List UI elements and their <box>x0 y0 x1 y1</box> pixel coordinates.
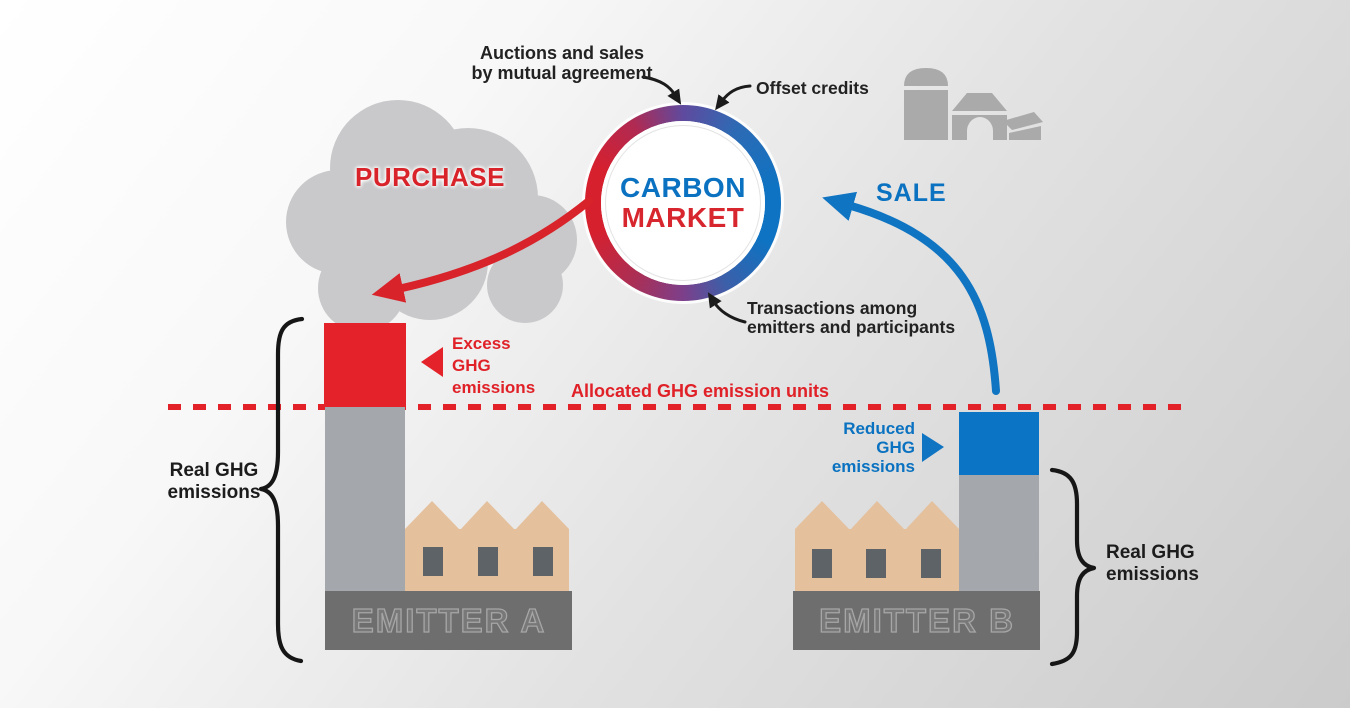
allocated-units-label: Allocated GHG emission units <box>571 381 830 401</box>
emitter-b-chimney <box>959 475 1039 591</box>
silo-dome <box>904 68 948 86</box>
emitter-a-building <box>405 501 569 591</box>
factory-window <box>921 549 941 578</box>
auctions-label-line2: by mutual agreement <box>471 63 653 83</box>
emitter-b-base <box>793 591 1040 650</box>
excess-emissions-label: Excess GHG emissions <box>452 333 535 399</box>
factory-window <box>423 547 443 576</box>
real-ghg-emissions-label-left: Real GHG emissions <box>158 460 270 504</box>
reduced-emissions-block <box>959 412 1039 475</box>
carbon-market-inner-disc: CARBON MARKET <box>601 121 765 285</box>
reduced-label-line3: emissions <box>831 457 915 476</box>
real-ghg-left-line1: Real GHG <box>169 460 259 481</box>
real-ghg-right-line1: Real GHG <box>1106 542 1195 563</box>
transactions-label-line1: Transactions among <box>747 298 918 318</box>
excess-emissions-block <box>324 323 406 407</box>
silo-body <box>904 90 948 140</box>
barn-roof <box>952 93 1007 111</box>
sale-label: SALE <box>876 179 947 207</box>
auctions-arrow <box>641 75 682 105</box>
excess-label-line1: Excess <box>452 334 511 353</box>
purchase-label: PURCHASE <box>355 162 505 192</box>
reduced-label-line1: Reduced <box>843 419 915 438</box>
excess-label-line2: GHG <box>452 356 491 375</box>
factory-window <box>866 549 886 578</box>
left-curly-brace <box>258 316 305 664</box>
real-ghg-left-line2: emissions <box>167 482 261 503</box>
factory-window <box>533 547 553 576</box>
excess-label-line3: emissions <box>452 378 536 397</box>
sale-arrow <box>822 191 1000 395</box>
shed-body <box>1009 126 1041 140</box>
carbon-market-title-line1: CARBON <box>620 172 746 203</box>
offset-credits-arrow <box>715 84 752 111</box>
reduced-label-line2: GHG <box>876 438 915 457</box>
transactions-label-line2: emitters and participants <box>747 317 956 337</box>
real-ghg-right-line2: emissions <box>1106 564 1199 585</box>
right-curly-brace <box>1049 467 1097 667</box>
emitter-a-label: EMITTER A <box>352 602 547 639</box>
reduced-pointer-icon <box>922 433 944 462</box>
auctions-label: Auctions and sales by mutual agreement <box>462 43 662 83</box>
transactions-arrow <box>707 292 747 324</box>
offset-credits-label: Offset credits <box>756 79 869 98</box>
carbon-market-title-line2: MARKET <box>621 202 745 233</box>
offset-credits-text: Offset credits <box>756 78 869 98</box>
carbon-market-circle: CARBON MARKET <box>585 105 781 301</box>
emitter-a-chimney <box>325 407 405 591</box>
emitter-b-windows <box>812 549 941 578</box>
real-ghg-emissions-label-right: Real GHG emissions <box>1106 542 1199 586</box>
factory-window <box>478 547 498 576</box>
barn-body <box>952 115 1007 140</box>
emitter-b-factory: EMITTER B <box>793 412 1040 650</box>
transactions-label: Transactions among emitters and particip… <box>747 299 955 337</box>
emitter-a-base <box>325 591 572 650</box>
farm-icon <box>904 68 1043 140</box>
carbon-market-title: CARBON MARKET <box>620 173 746 233</box>
emitter-b-label: EMITTER B <box>819 602 1015 639</box>
emitter-a-factory: EMITTER A <box>324 323 572 650</box>
reduced-emissions-label: Reduced GHG emissions <box>815 419 915 476</box>
emitter-b-building <box>795 501 959 591</box>
emitter-a-windows <box>423 547 553 576</box>
shed-roof <box>1003 112 1043 130</box>
auctions-label-line1: Auctions and sales <box>479 43 645 63</box>
excess-pointer-icon <box>421 347 443 377</box>
factory-window <box>812 549 832 578</box>
purchase-arrow <box>371 197 593 303</box>
